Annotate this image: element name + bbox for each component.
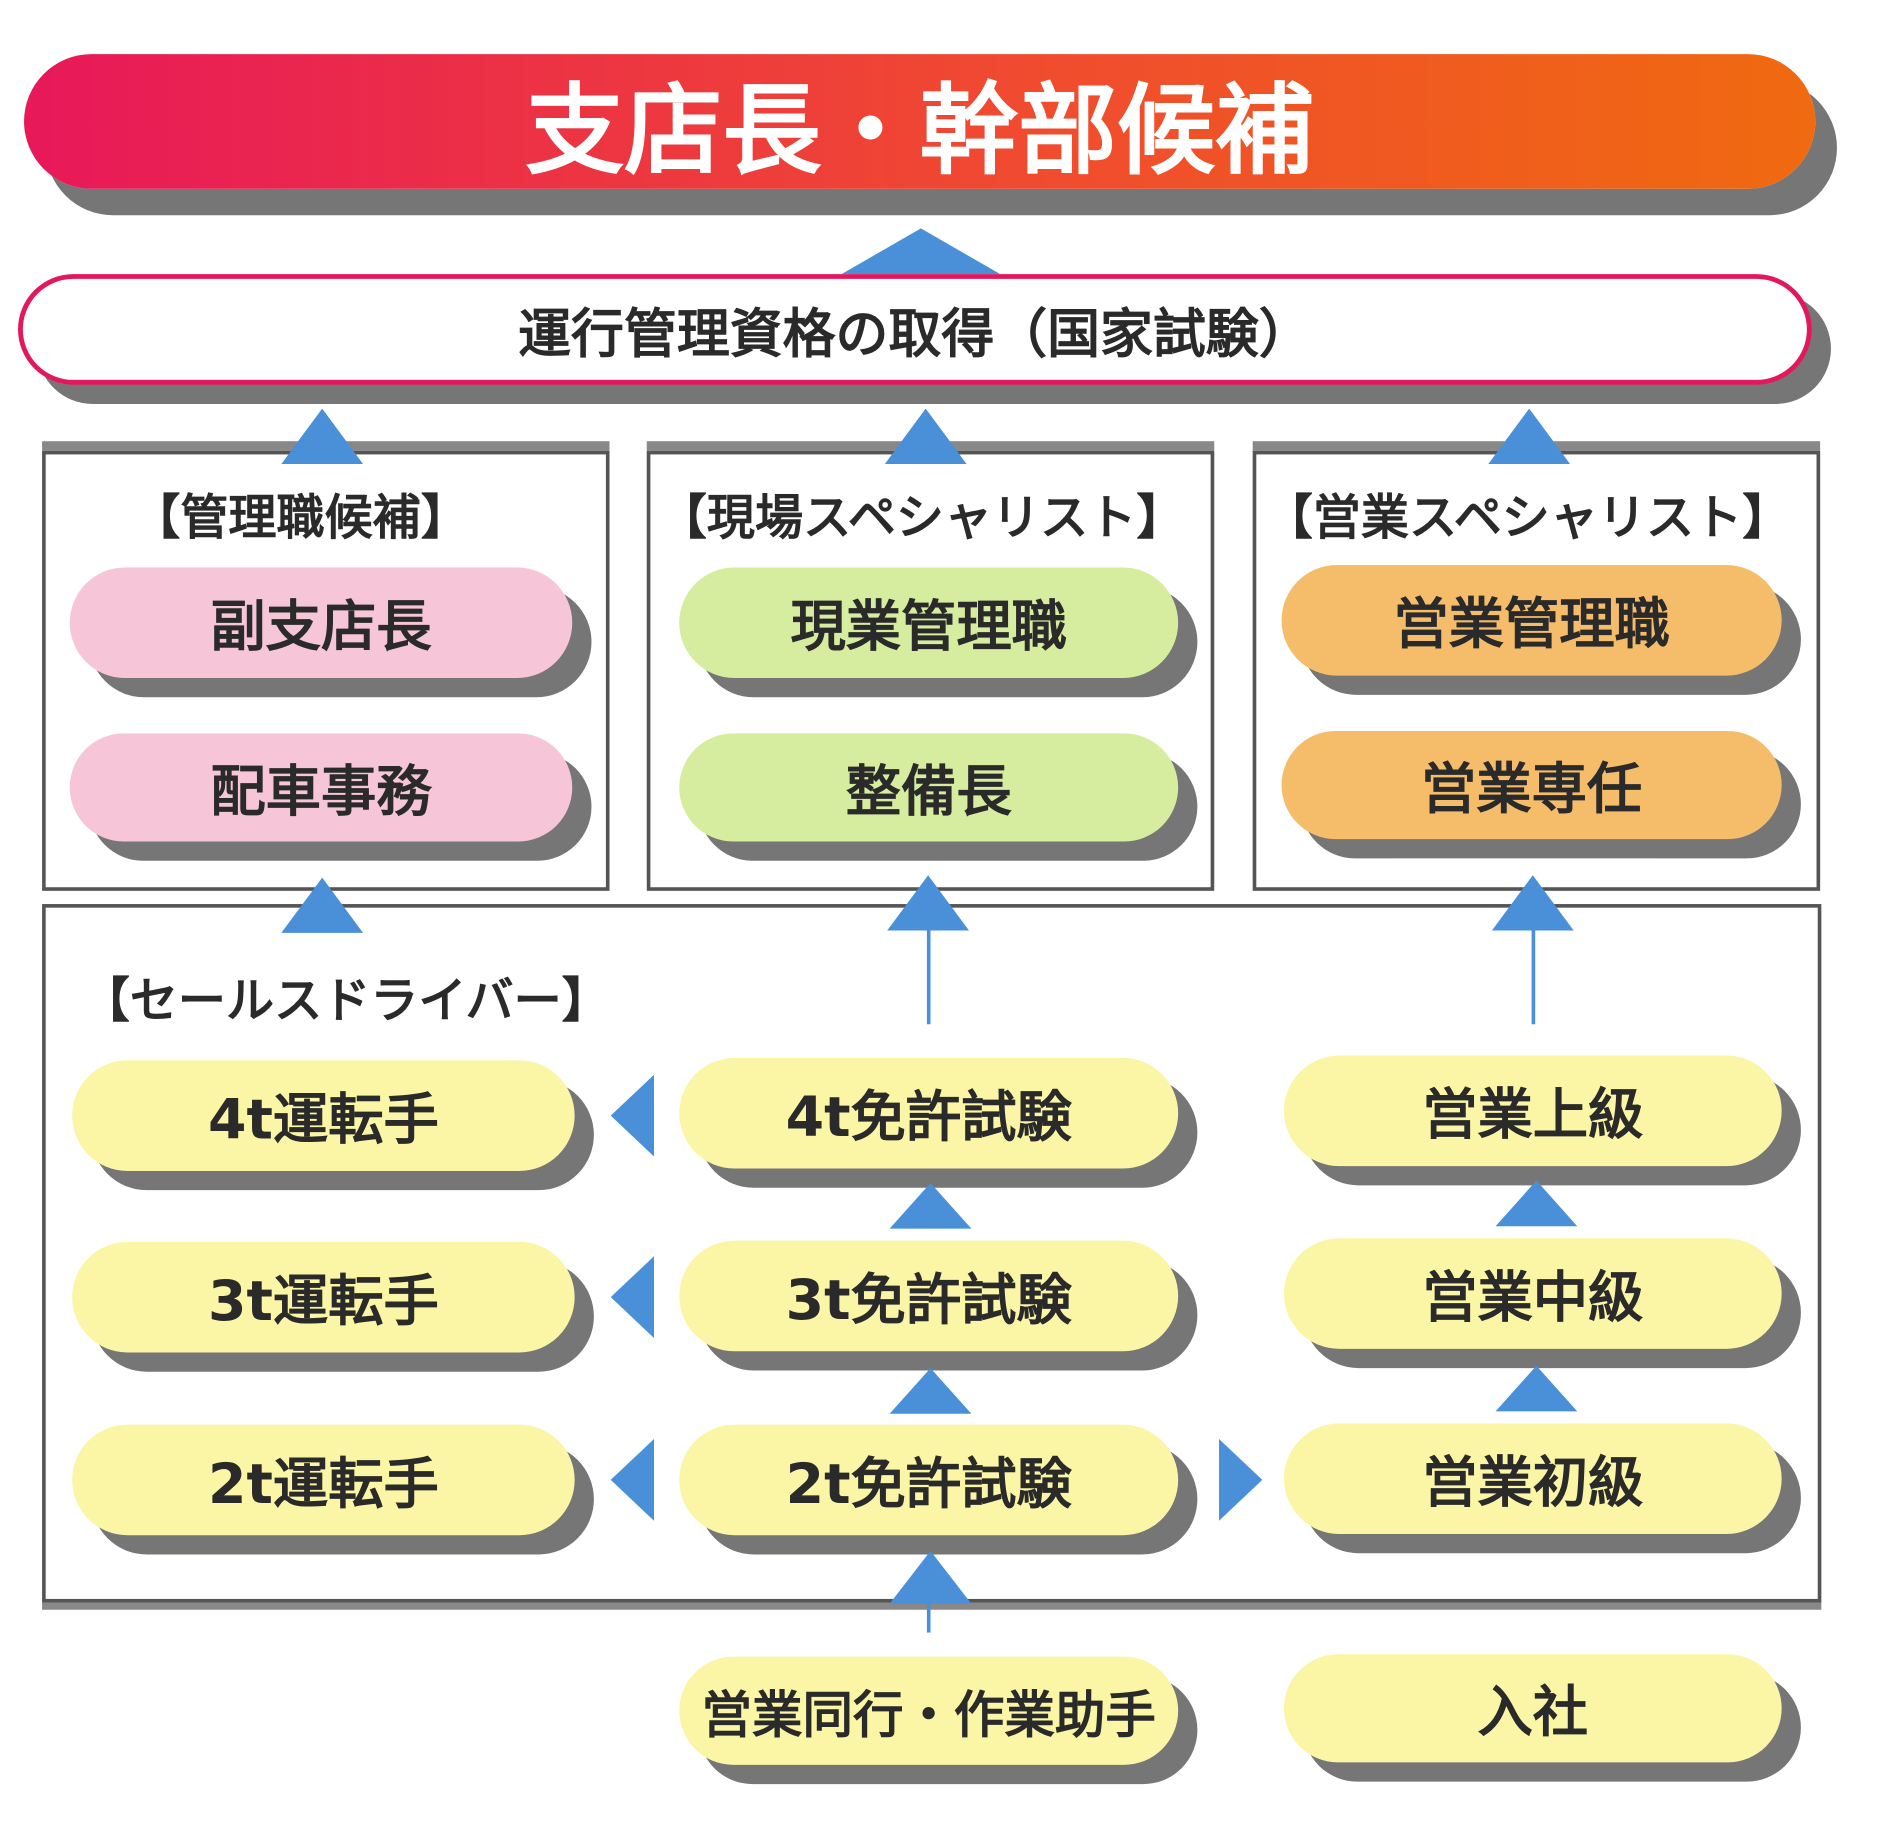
role-label: 現業管理職 (790, 593, 1067, 659)
role-label: 4t運転手 (207, 1086, 439, 1152)
role-label: 配車事務 (210, 758, 432, 824)
qualification-label: 運行管理資格の取得（国家試験） (518, 304, 1312, 366)
role-label: 営業中級 (1422, 1264, 1644, 1330)
role-label: 3t免許試験 (785, 1267, 1072, 1333)
connector-line (926, 1598, 931, 1633)
role-label: 営業専任 (1421, 756, 1643, 822)
arrow-up-icon (1488, 408, 1571, 465)
exam-2t: 2t免許試験 (679, 1424, 1179, 1536)
arrow-left-icon (610, 1256, 654, 1339)
driver-3t: 3t運転手 (72, 1241, 575, 1353)
driver-2t: 2t運転手 (72, 1424, 575, 1536)
role-label: 2t免許試験 (785, 1451, 1072, 1516)
arrow-up-icon (884, 408, 967, 465)
role-label: 入社 (1477, 1679, 1589, 1745)
top-banner: 支店長・幹部候補 (24, 54, 1816, 189)
qualification-banner: 運行管理資格の取得（国家試験） (18, 274, 1812, 385)
role-label: 3t運転手 (207, 1268, 439, 1334)
connector-line (1531, 925, 1536, 1025)
sales-intermediate: 営業中級 (1283, 1238, 1782, 1349)
arrow-up-icon (1495, 1365, 1578, 1412)
entry-join: 入社 (1283, 1654, 1782, 1763)
sales-senior: 営業上級 (1283, 1055, 1782, 1167)
role-label: 2t運転手 (207, 1451, 439, 1516)
group-header: 【管理職候補】 (132, 490, 469, 546)
exam-3t: 3t免許試験 (679, 1240, 1179, 1352)
arrow-up-icon (889, 1368, 972, 1414)
arrow-up-icon (281, 408, 364, 465)
role-sales-manager: 営業管理職 (1281, 565, 1782, 676)
group-header: 【セールスドライバー】 (81, 973, 610, 1030)
arrow-right-icon (1219, 1439, 1263, 1521)
group-header: 【現場スペシャリスト】 (658, 490, 1185, 546)
arrow-up-icon (841, 228, 1001, 275)
driver-4t: 4t運転手 (72, 1060, 575, 1171)
role-label: 営業初級 (1422, 1449, 1644, 1515)
arrow-up-icon (281, 877, 364, 933)
arrow-up-icon (887, 875, 969, 931)
role-label: 営業上級 (1422, 1081, 1644, 1147)
role-field-manager: 現業管理職 (679, 567, 1179, 679)
arrow-left-icon (610, 1074, 654, 1157)
role-sales-dedicated: 営業専任 (1281, 730, 1782, 840)
role-deputy-branch-manager: 副支店長 (69, 567, 573, 679)
arrow-up-icon (889, 1182, 972, 1229)
role-label: 整備長 (845, 758, 1012, 824)
top-title: 支店長・幹部候補 (525, 73, 1315, 189)
arrow-up-icon (1495, 1180, 1578, 1227)
role-label: 副支店長 (210, 593, 432, 659)
role-label: 営業管理職 (1393, 591, 1670, 657)
group-header: 【営業スペシャリスト】 (1264, 490, 1791, 546)
role-maintenance-chief: 整備長 (679, 733, 1179, 842)
entry-assistant: 営業同行・作業助手 (679, 1656, 1179, 1765)
arrow-left-icon (610, 1439, 654, 1521)
arrow-up-icon (889, 1550, 972, 1604)
role-label: 4t免許試験 (785, 1084, 1072, 1150)
exam-4t: 4t免許試験 (679, 1057, 1179, 1169)
sales-junior: 営業初級 (1283, 1423, 1782, 1535)
role-dispatch-office: 配車事務 (69, 733, 573, 842)
role-label: 営業同行・作業助手 (701, 1684, 1156, 1744)
connector-line (926, 925, 931, 1025)
arrow-up-icon (1491, 875, 1574, 931)
